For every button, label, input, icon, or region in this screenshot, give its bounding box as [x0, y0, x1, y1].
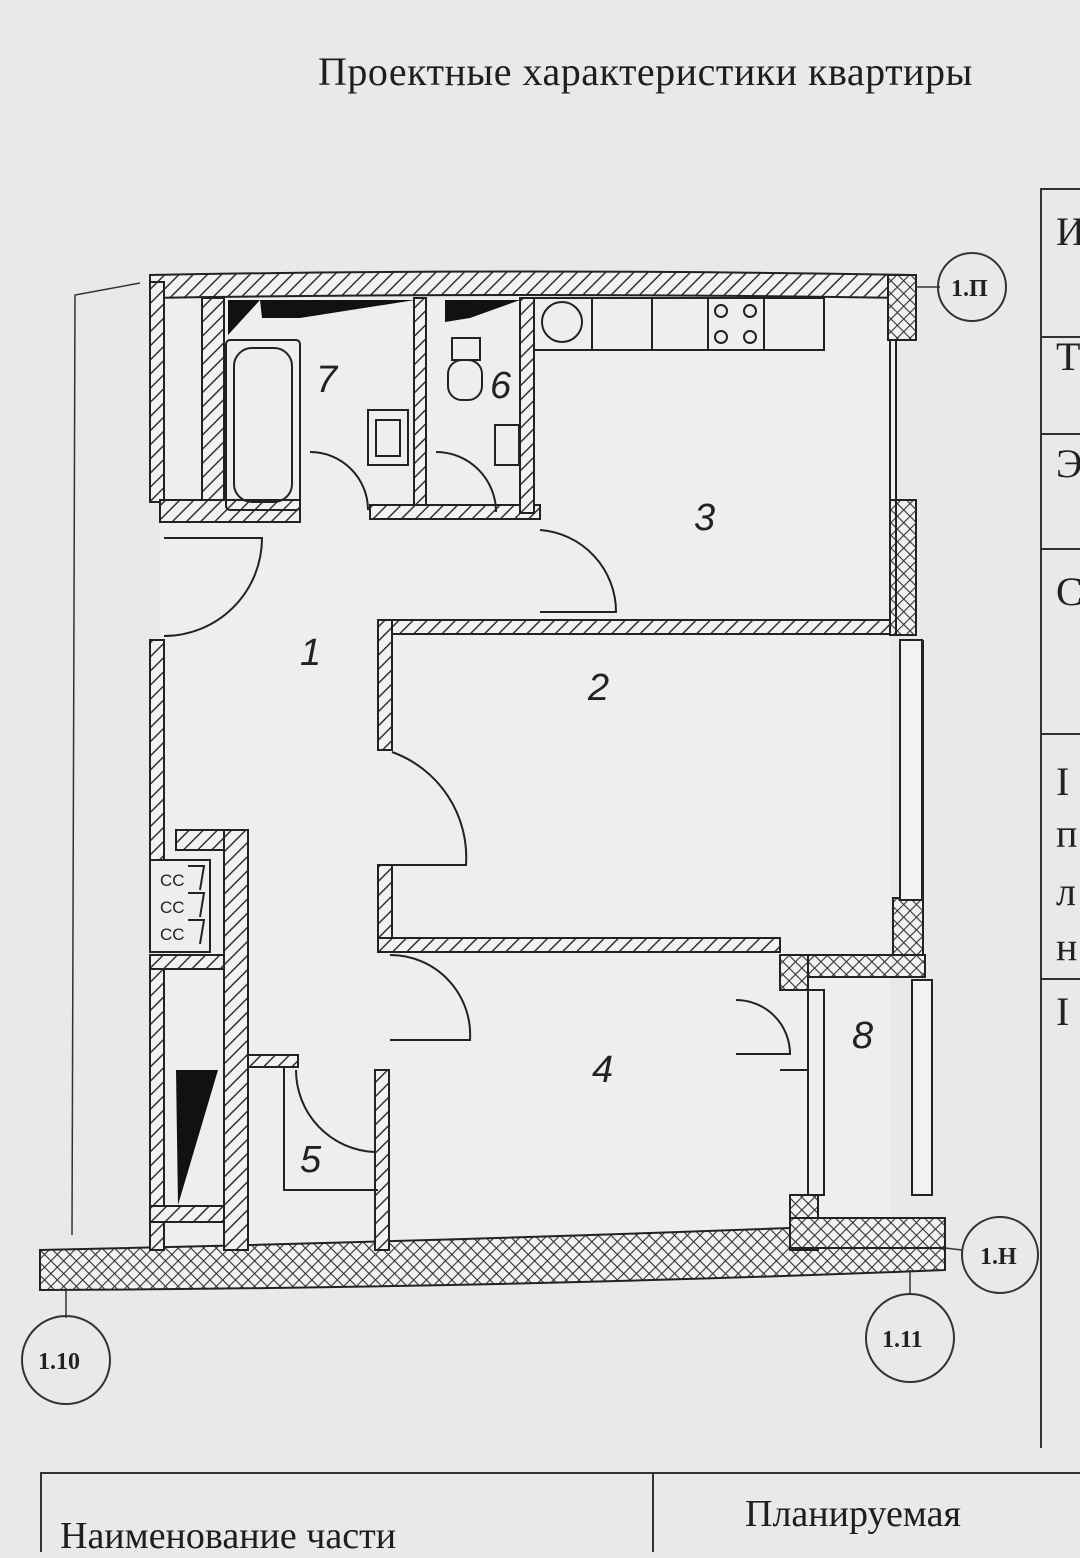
table-header-name: Наименование части: [60, 1515, 397, 1557]
side-table-cell: I: [1056, 759, 1070, 804]
dimension-line: [71, 282, 141, 1236]
exterior-walls: [39, 270, 946, 1292]
side-table-cell: Э: [1056, 441, 1080, 486]
axis-markers: 1.П 1.Н 1.10 1.11: [21, 252, 1039, 1405]
side-table: И Т Э С I п л н I: [1040, 188, 1080, 1448]
room-number-4: 4: [592, 1049, 613, 1091]
axis-marker-1p: 1.П: [951, 276, 988, 302]
side-table-cell: С: [1056, 569, 1080, 614]
interior-walls: [149, 297, 933, 1251]
table-header-planned: Планируемая: [745, 1493, 961, 1535]
sink-bathroom: [367, 409, 409, 466]
side-table-cell: Т: [1056, 334, 1080, 379]
room-number-8: 8: [852, 1015, 873, 1057]
side-table-cell: I: [1056, 989, 1070, 1034]
side-table-cell: л: [1056, 869, 1076, 914]
room-number-5: 5: [300, 1139, 322, 1181]
wardrobe-5: [283, 1066, 378, 1191]
balcony-door: [780, 989, 825, 1196]
vent-label: СС: [160, 898, 185, 917]
room-number-6: 6: [490, 365, 512, 407]
room-number-2: 2: [587, 667, 609, 709]
vent-label: СС: [160, 925, 185, 944]
axis-marker-1-11: 1.11: [882, 1327, 923, 1353]
room-number-3: 3: [694, 497, 715, 539]
bathtub: [225, 339, 301, 511]
ventilation-shafts: [176, 300, 520, 1205]
room-numbers: 1 2 3 4 5 6 7 8: [300, 359, 873, 1181]
bottom-table: Наименование части Планируемая: [0, 1462, 1080, 1557]
vent-label: СС: [160, 871, 185, 890]
axis-marker-1-10: 1.10: [38, 1349, 80, 1375]
room-number-1: 1: [300, 632, 321, 674]
kitchen-counter: [533, 297, 825, 351]
side-table-cell: И: [1056, 209, 1080, 254]
doors: [163, 451, 792, 1153]
window-marks: [895, 500, 933, 1195]
toilet: [447, 337, 520, 466]
side-table-border: [1040, 188, 1042, 1448]
axis-marker-1n: 1.Н: [980, 1244, 1017, 1270]
side-table-cell: п: [1056, 811, 1078, 856]
room-number-7: 7: [316, 359, 339, 401]
side-table-cell: н: [1056, 924, 1078, 969]
page-title: Проектные характеристики квартиры: [318, 49, 973, 94]
vent-blocks: СС СС СС: [149, 859, 211, 953]
